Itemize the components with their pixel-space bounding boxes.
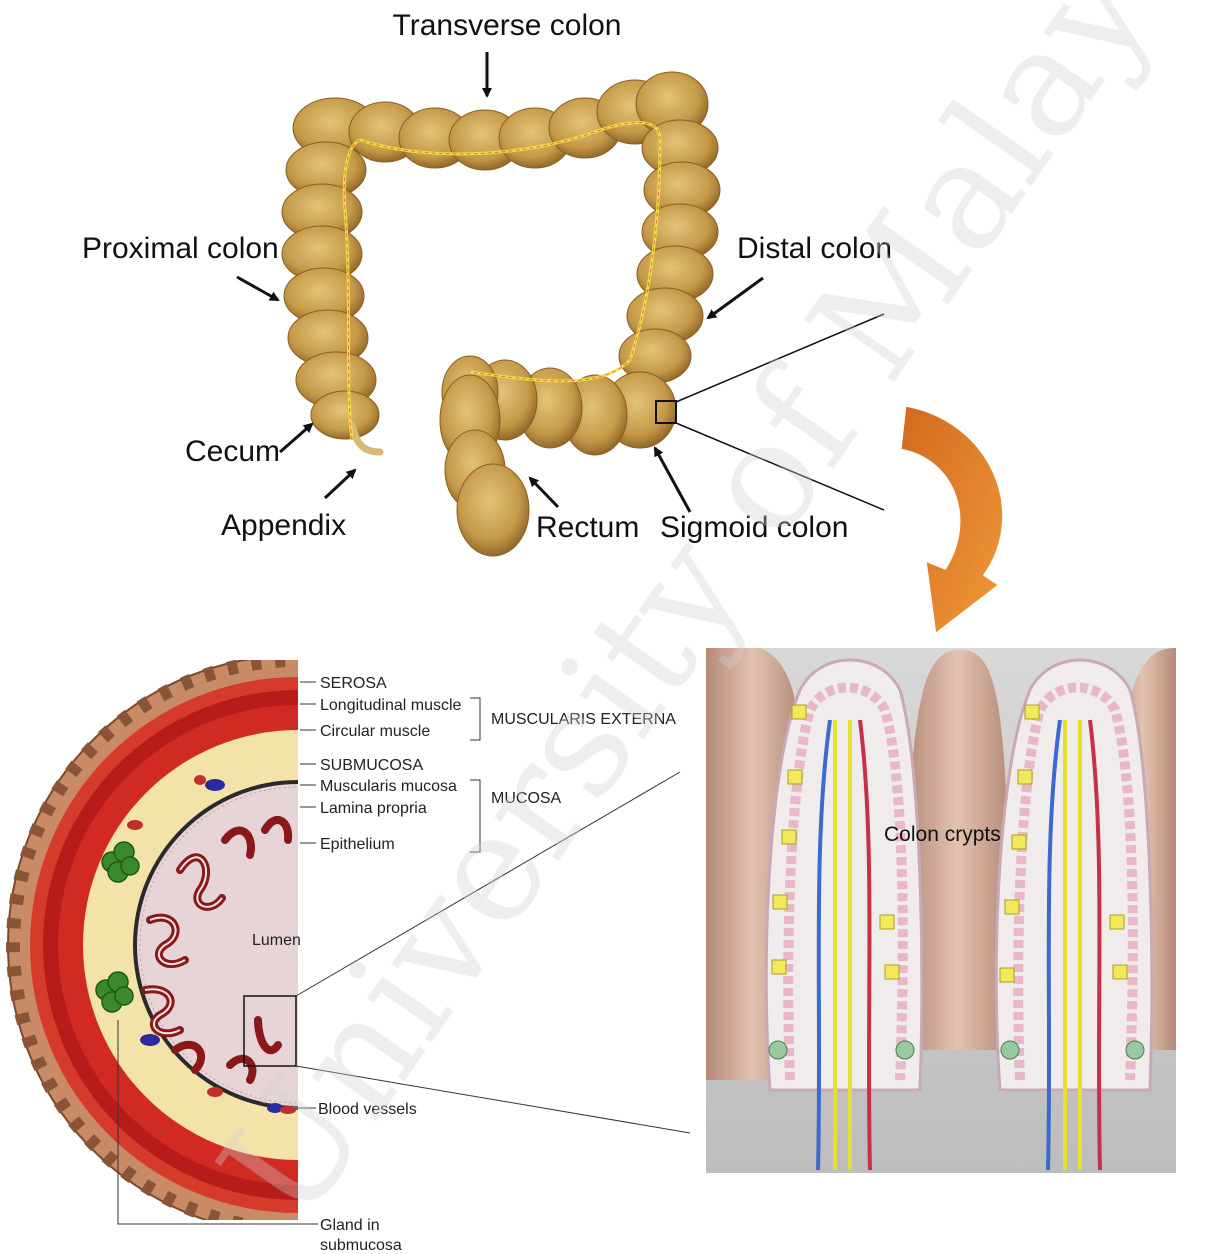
crypt-illustration: [706, 648, 1176, 1173]
label-lumen: Lumen: [252, 932, 301, 949]
label-colon-crypts: Colon crypts: [884, 823, 1001, 846]
label-circular-muscle: Circular muscle: [320, 723, 430, 740]
label-longitudinal-muscle: Longitudinal muscle: [320, 697, 462, 714]
label-appendix: Appendix: [221, 509, 346, 542]
label-muscularis-mucosa: Muscularis mucosa: [320, 778, 457, 795]
label-serosa: SEROSA: [320, 675, 387, 692]
curved-orange-arrow: [900, 405, 1004, 635]
label-lamina-propria: Lamina propria: [320, 800, 427, 817]
label-epithelium: Epithelium: [320, 836, 395, 853]
label-proximal-colon: Proximal colon: [82, 232, 279, 265]
label-submucosa: SUBMUCOSA: [320, 757, 423, 774]
label-transverse-colon: Transverse colon: [393, 9, 622, 42]
label-cecum: Cecum: [185, 435, 280, 468]
